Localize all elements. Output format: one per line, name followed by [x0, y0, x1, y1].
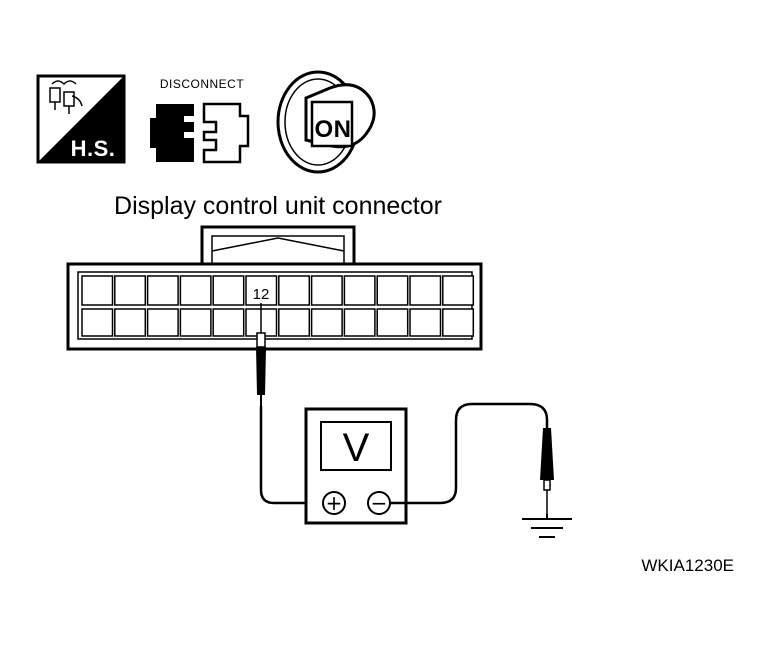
pin-cavity [409, 308, 442, 337]
negative-symbol: − [371, 491, 388, 515]
negative-probe [540, 428, 554, 516]
pin-cavity [343, 275, 376, 306]
voltmeter-label: V [343, 426, 370, 470]
harness-sheet-label: H.S. [71, 136, 116, 161]
harness-sketch-icon [49, 80, 83, 114]
pin-cavity [81, 275, 114, 306]
pin-cavity [114, 275, 147, 306]
pin-cavity [146, 275, 179, 306]
pin-cavity [409, 275, 442, 306]
pin-cavity [212, 308, 245, 337]
positive-symbol: + [326, 491, 343, 515]
pin-cavity [343, 308, 376, 337]
pin-cavity [278, 275, 311, 306]
connector-title: Display control unit connector [114, 192, 442, 220]
pin-cavity [376, 275, 409, 306]
figure-code: WKIA1230E [641, 556, 734, 575]
voltmeter-display [320, 421, 392, 471]
positive-probe [256, 303, 266, 406]
negative-test-lead [390, 402, 549, 505]
connector-half-right-icon [202, 102, 250, 164]
positive-test-lead [259, 406, 318, 505]
pin-12-label: 12 [253, 286, 270, 303]
ignition-on-label: ON [315, 116, 352, 143]
pin-cavity [146, 308, 179, 337]
pin-cavity [212, 275, 245, 306]
pin-cavity [310, 275, 343, 306]
pin-cavity [114, 308, 147, 337]
disconnect-label: DISCONNECT [160, 77, 245, 91]
pin-cavity [245, 275, 278, 306]
pin-grid [81, 275, 475, 337]
connector-face: 12 [66, 225, 483, 351]
positive-terminal [322, 491, 346, 515]
disconnect-icon: DISCONNECT [150, 77, 250, 164]
pin-cavity [442, 275, 475, 306]
pin-cavity [442, 308, 475, 337]
harness-sheet-icon: H.S. [36, 74, 126, 164]
connector-half-left-icon [150, 104, 194, 162]
voltmeter: V + − [304, 407, 408, 525]
pin-cavity [278, 308, 311, 337]
pin-cavity [376, 308, 409, 337]
ignition-key-on-icon: ON [276, 70, 376, 174]
ground-icon [522, 514, 572, 538]
pin-cavity [179, 275, 212, 306]
pin-cavity [310, 308, 343, 337]
pin-cavity [179, 308, 212, 337]
pin-cavity [81, 308, 114, 337]
